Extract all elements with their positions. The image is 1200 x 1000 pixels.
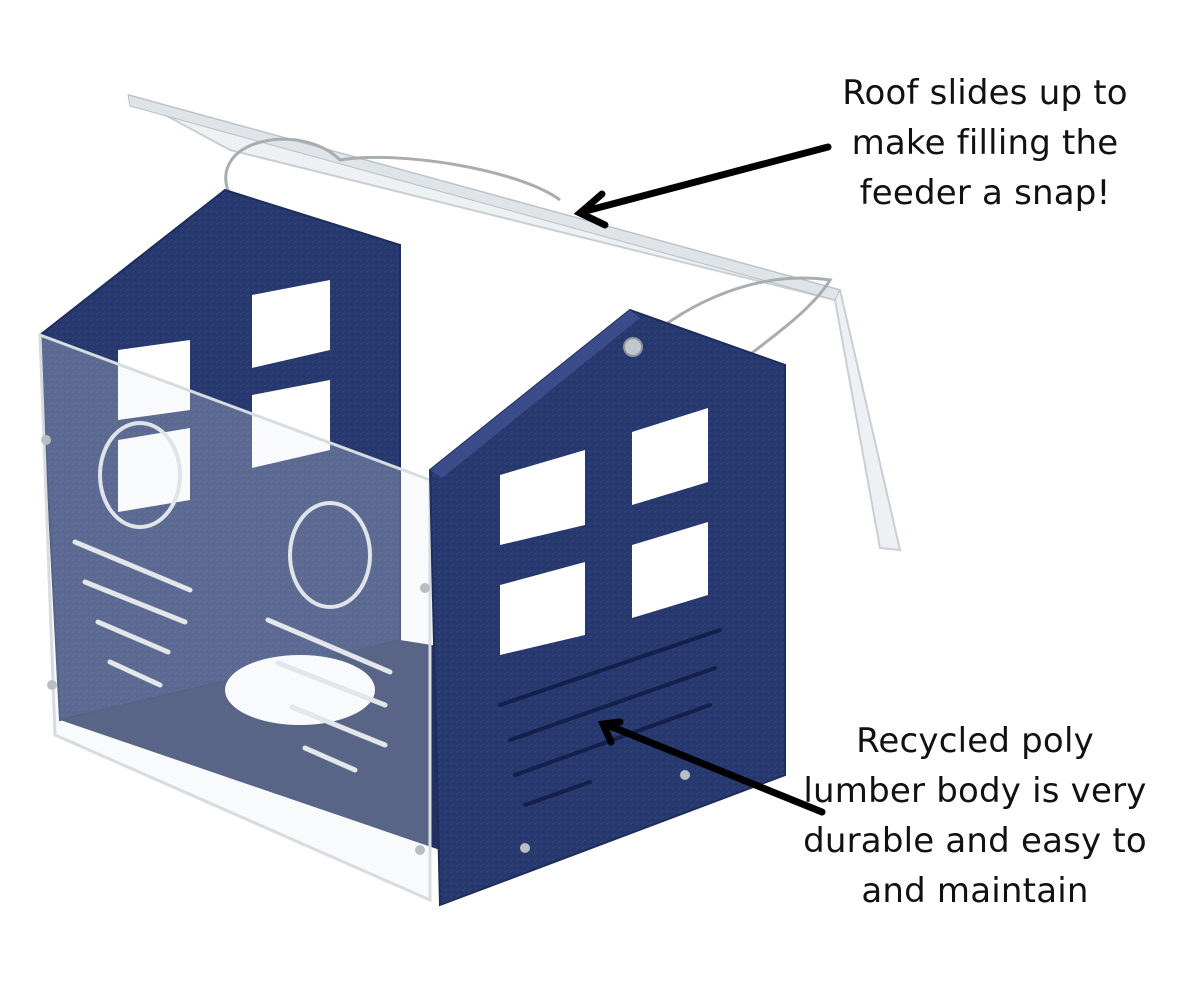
callout-line: Roof slides up to (842, 73, 1128, 113)
callout-line: make filling the (851, 123, 1119, 163)
callout-line: Recycled poly (856, 721, 1094, 761)
arrow-to-roof (573, 143, 832, 229)
left-gable-panel (38, 188, 401, 722)
body-callout-text: Recycled poly lumber body is very durabl… (790, 716, 1160, 916)
callout-line: lumber body is very (803, 771, 1147, 811)
right-gable-panel (428, 308, 786, 907)
callout-line: and maintain (861, 871, 1089, 911)
seed-hole (225, 655, 375, 725)
arrow-to-body (597, 718, 826, 816)
front-acrylic-panel (38, 332, 432, 903)
callout-line: durable and easy to (803, 821, 1147, 861)
roof-callout-text: Roof slides up to make filling the feede… (810, 68, 1160, 218)
callout-line: feeder a snap! (859, 173, 1111, 213)
